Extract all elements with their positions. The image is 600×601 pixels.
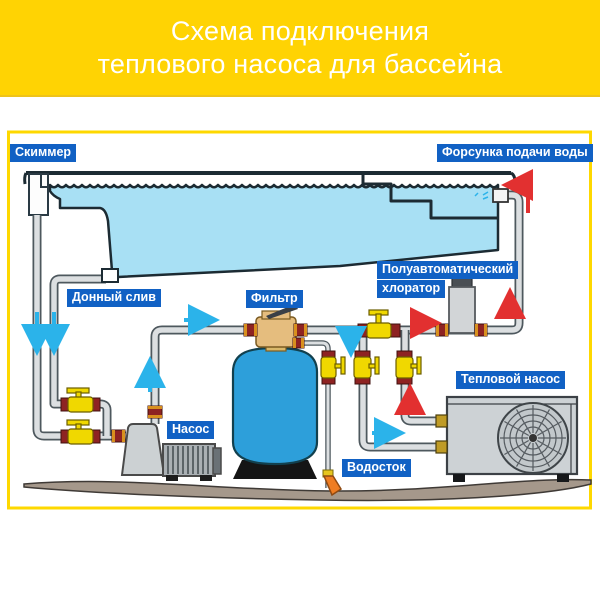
main-line-tee-valve — [357, 309, 401, 339]
ground — [23, 478, 592, 502]
label-drain: Водосток — [342, 459, 411, 477]
skimmer-graphic — [28, 173, 49, 216]
pool-steps — [361, 175, 497, 220]
label-chlorinator-line2: хлоратор — [377, 280, 446, 298]
label-chlorinator: Полуавтоматический хлоратор — [377, 261, 519, 299]
heat-pump-graphic — [435, 395, 579, 482]
skimmer-valve — [60, 387, 101, 413]
pump-graphic — [120, 423, 222, 481]
label-heat-pump: Тепловой насос — [456, 371, 566, 389]
main-drain-fitting — [101, 268, 119, 283]
pool — [23, 171, 517, 279]
filter-graphic — [231, 304, 319, 479]
label-pump: Насос — [167, 421, 215, 439]
waste-outlet — [322, 469, 343, 497]
nozzle-spray — [474, 191, 489, 200]
label-filter: Фильтр — [246, 290, 303, 308]
label-inlet-nozzle: Форсунка подачи воды — [437, 144, 593, 162]
inlet-nozzle-fitting — [492, 188, 509, 203]
piping — [32, 190, 524, 488]
multiport-valve — [255, 316, 297, 348]
title-banner: Схема подключения теплового насоса для б… — [0, 0, 600, 97]
label-skimmer: Скиммер — [10, 144, 77, 162]
heat-pump-return-valve — [395, 350, 422, 385]
bottom-drain-valve — [60, 419, 101, 445]
label-chlorinator-line1: Полуавтоматический — [377, 261, 519, 279]
title-line-1: Схема подключения — [170, 15, 430, 46]
flow-arrows — [21, 169, 533, 449]
title-line-2: теплового насоса для бассейна — [97, 48, 503, 79]
label-bottom-drain: Донный слив — [67, 289, 161, 307]
waste-valve — [320, 350, 346, 385]
pipe-unions — [111, 323, 488, 443]
